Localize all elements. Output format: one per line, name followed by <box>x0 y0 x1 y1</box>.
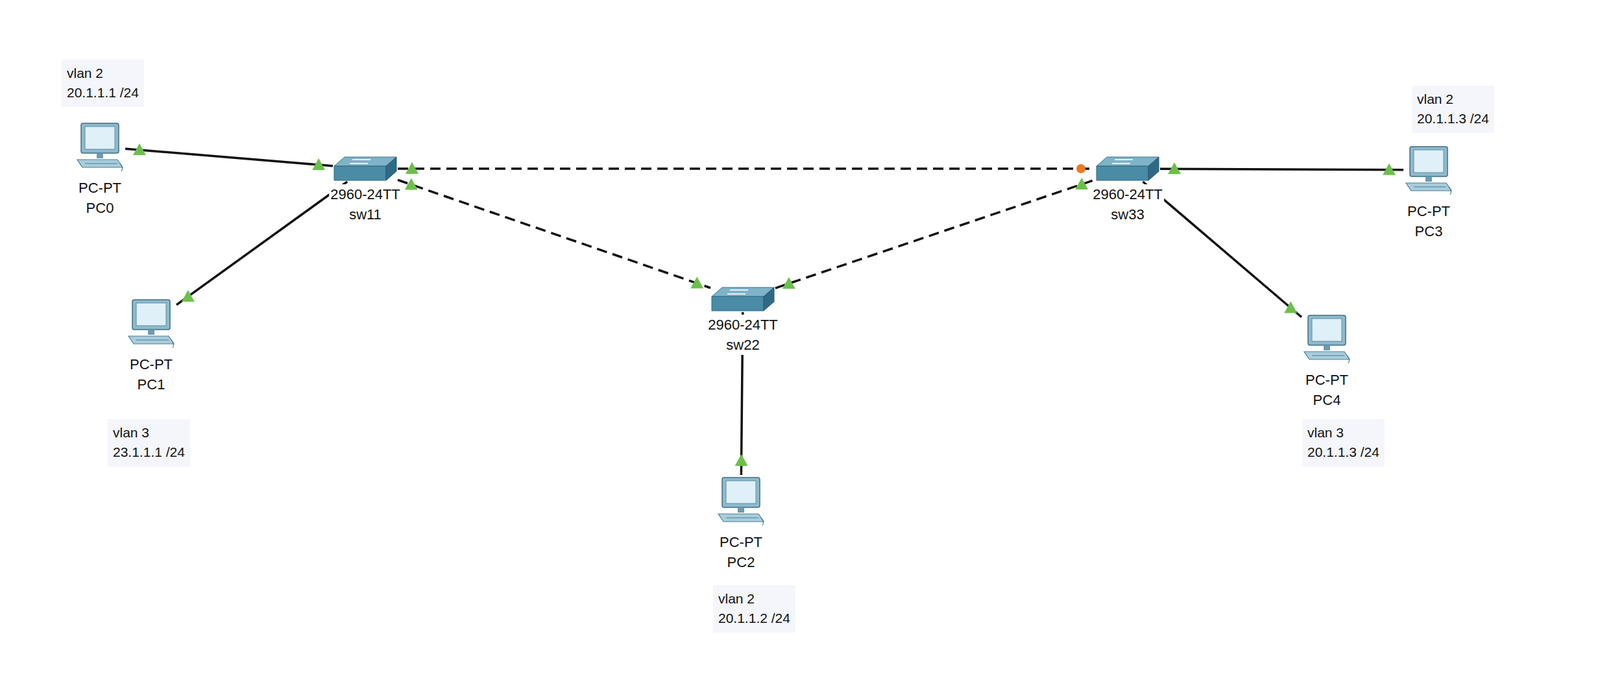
ip-label: 20.1.1.3 /24 <box>1307 442 1380 462</box>
switch-device: 2960-24TTsw33 <box>1095 155 1161 182</box>
device-model: 2960-24TT <box>328 184 402 205</box>
link-status-triangle <box>1167 162 1181 174</box>
straight-link <box>125 148 333 167</box>
pc-device: PC-PTPC3 <box>1403 144 1455 196</box>
device-model: PC-PT <box>77 177 123 198</box>
device-model: PC-PT <box>718 532 764 553</box>
vlan-label: vlan 3 <box>112 423 185 443</box>
pc-device: PC-PTPC1 <box>125 297 177 350</box>
device-name: sw33 <box>1109 204 1146 225</box>
straight-link <box>1142 181 1302 318</box>
link-status-triangle <box>1284 301 1297 313</box>
crossover-link <box>775 179 1096 289</box>
link-status-triangle <box>735 454 749 466</box>
device-model: 2960-24TT <box>1091 184 1164 205</box>
link-status-triangle <box>404 177 418 190</box>
pc-icon <box>1403 144 1455 196</box>
vlan-note: vlan 320.1.1.3 /24 <box>1302 419 1385 467</box>
vlan-label: vlan 2 <box>1417 89 1490 110</box>
ip-label: 20.1.1.1 /24 <box>66 83 139 103</box>
pc-device: PC-PTPC4 <box>1301 312 1353 365</box>
pc-device: PC-PTPC0 <box>74 120 126 173</box>
switch-device: 2960-24TTsw11 <box>332 155 398 182</box>
link-status-triangle <box>782 277 796 289</box>
device-model: PC-PT <box>1304 369 1350 390</box>
switch-icon <box>1095 155 1161 182</box>
pc-icon <box>715 474 767 527</box>
ip-label: 23.1.1.1 /24 <box>112 442 185 462</box>
device-model: PC-PT <box>128 354 174 375</box>
vlan-note: vlan 220.1.1.1 /24 <box>61 59 145 108</box>
device-name: PC0 <box>84 197 116 219</box>
link-status-triangle <box>133 143 146 156</box>
link-status-triangle <box>690 277 704 289</box>
pc-icon <box>74 120 126 173</box>
device-name: PC3 <box>1413 221 1445 242</box>
pc-icon <box>1301 312 1353 365</box>
vlan-label: vlan 2 <box>66 63 139 84</box>
switch-device: 2960-24TTsw22 <box>710 286 776 313</box>
pc-device: PC-PTPC2 <box>715 474 767 527</box>
link-status-dot <box>1076 164 1086 174</box>
link-markers <box>133 143 1396 466</box>
link-status-triangle <box>1075 177 1089 190</box>
link-status-triangle <box>405 162 419 174</box>
device-name: sw11 <box>347 204 383 225</box>
ip-label: 20.1.1.2 /24 <box>718 608 791 629</box>
vlan-label: vlan 3 <box>1307 423 1380 443</box>
device-model: 2960-24TT <box>706 314 780 335</box>
device-name: PC2 <box>726 552 757 573</box>
link-status-triangle <box>1382 163 1396 176</box>
straight-link <box>1160 168 1404 170</box>
vlan-note: vlan 323.1.1.1 /24 <box>107 419 191 467</box>
switch-icon <box>332 155 398 182</box>
link-status-triangle <box>181 290 195 302</box>
crossover-link <box>397 179 711 288</box>
ip-label: 20.1.1.3 /24 <box>1417 109 1490 129</box>
vlan-label: vlan 2 <box>718 589 791 609</box>
straight-link <box>176 181 348 305</box>
vlan-note: vlan 220.1.1.2 /24 <box>713 585 796 633</box>
device-name: PC4 <box>1311 389 1343 411</box>
device-model: PC-PT <box>1406 201 1452 222</box>
device-name: sw22 <box>724 334 761 355</box>
pc-icon <box>125 297 177 350</box>
vlan-note: vlan 220.1.1.3 /24 <box>1411 85 1495 134</box>
device-name: PC1 <box>136 374 167 395</box>
switch-icon <box>710 286 776 313</box>
link-status-triangle <box>312 158 326 170</box>
crossover-link <box>397 167 1096 170</box>
